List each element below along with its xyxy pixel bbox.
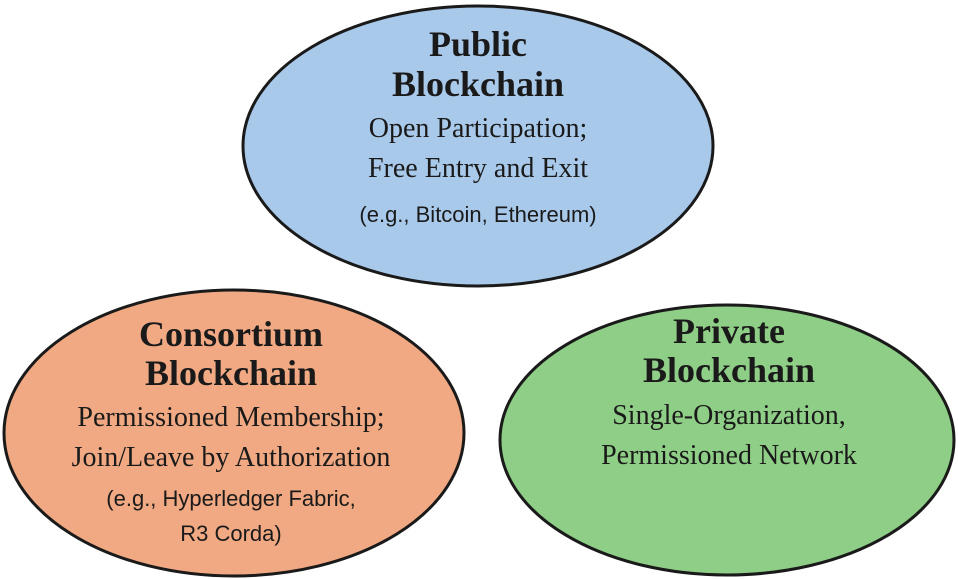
consortium-blockchain-node: Consortium Blockchain Permissioned Membe… [2, 288, 466, 578]
consortium-example-line2: R3 Corda) [180, 521, 281, 546]
private-ellipse [498, 303, 956, 577]
private-desc-line2: Permissioned Network [601, 440, 857, 471]
public-title-line1: Public [429, 24, 527, 64]
public-title-line2: Blockchain [392, 64, 564, 104]
public-example: (e.g., Bitcoin, Ethereum) [359, 202, 596, 227]
consortium-title-line1: Consortium [139, 314, 323, 354]
public-desc-line2: Free Entry and Exit [368, 153, 588, 184]
consortium-ellipse [2, 288, 466, 578]
private-blockchain-node: Private Blockchain Single-Organization, … [498, 303, 956, 577]
consortium-desc-line1: Permissioned Membership; [77, 402, 384, 433]
private-title-line2: Blockchain [643, 350, 815, 390]
private-title-line1: Private [673, 311, 785, 351]
consortium-title-line2: Blockchain [145, 353, 317, 393]
consortium-example-line1: (e.g., Hyperledger Fabric, [106, 486, 355, 511]
consortium-desc-line2: Join/Leave by Authorization [72, 442, 391, 473]
public-ellipse [241, 4, 715, 288]
public-blockchain-node: Public Blockchain Open Participation; Fr… [241, 4, 715, 288]
public-desc-line1: Open Participation; [369, 113, 588, 144]
private-desc-line1: Single-Organization, [612, 400, 846, 431]
